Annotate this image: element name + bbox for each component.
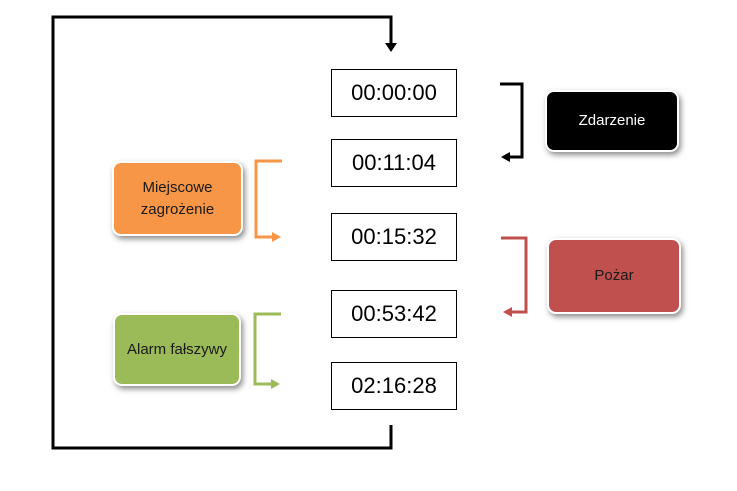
local-hazard-label: Miejscowe zagrożenie: [112, 161, 243, 236]
time-box-5: 02:16:28: [331, 362, 457, 410]
time-box-4: 00:53:42: [331, 290, 457, 338]
local-hazard-bracket: [254, 159, 282, 239]
time-box-2: 00:11:04: [331, 139, 457, 187]
event-arrowhead: [501, 152, 510, 162]
event-bracket: [500, 82, 524, 159]
event-label: Zdarzenie: [545, 90, 679, 152]
time-box-3: 00:15:32: [331, 213, 457, 261]
false-alarm-bracket: [253, 312, 281, 386]
fire-label: Pożar: [547, 238, 681, 314]
false-alarm-arrowhead: [271, 379, 280, 389]
loop-arrowhead: [385, 43, 397, 52]
local-hazard-arrowhead: [272, 232, 281, 242]
loop-connector: [51, 15, 393, 450]
false-alarm-label: Alarm fałszywy: [113, 313, 241, 386]
fire-arrowhead: [503, 307, 512, 317]
time-box-1: 00:00:00: [331, 69, 457, 117]
fire-bracket: [501, 236, 528, 314]
